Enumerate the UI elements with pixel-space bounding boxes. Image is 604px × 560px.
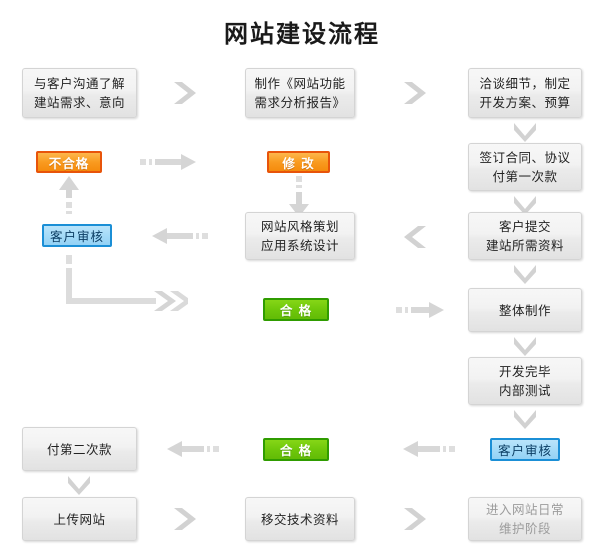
- chevron-down-icon: [512, 262, 538, 284]
- node-sign-contract[interactable]: 签订合同、协议 付第一次款: [468, 143, 582, 191]
- node-line: 内部测试: [498, 383, 551, 398]
- node-client-materials[interactable]: 客户提交 建站所需资料: [468, 212, 582, 260]
- node-line: 付第一次款: [492, 169, 558, 184]
- node-dev-complete-test[interactable]: 开发完毕 内部测试: [468, 357, 582, 405]
- chevron-down-icon: [512, 193, 538, 215]
- badge-not-qualified[interactable]: 不合格: [36, 151, 102, 173]
- badge-qualified-2[interactable]: 合 格: [263, 438, 329, 461]
- badge-label: 修 改: [282, 155, 315, 171]
- node-line: 制作《网站功能: [254, 76, 346, 91]
- chevron-down-icon: [512, 407, 538, 429]
- page-title: 网站建设流程: [224, 20, 380, 48]
- node-line: 整体制作: [498, 302, 551, 318]
- badge-client-review-2[interactable]: 客户审核: [490, 438, 560, 461]
- dashed-arrow-right-icon: [396, 300, 458, 320]
- chevron-right-icon: [400, 80, 430, 106]
- node-line: 建站所需资料: [485, 238, 564, 253]
- chevron-right-icon: [170, 506, 200, 532]
- chevron-right-icon: [400, 506, 430, 532]
- node-line: 与客户沟通了解: [33, 76, 125, 91]
- chevron-down-icon: [66, 473, 92, 495]
- elbow-arrow-right-icon: [58, 255, 192, 317]
- node-negotiate-plan[interactable]: 洽谈细节，制定 开发方案、预算: [468, 68, 582, 118]
- badge-label: 合 格: [279, 443, 313, 458]
- node-line: 签订合同、协议: [479, 150, 571, 165]
- node-full-production[interactable]: 整体制作: [468, 288, 582, 332]
- badge-label: 客户审核: [49, 229, 104, 244]
- node-line: 需求分析报告》: [254, 95, 346, 110]
- node-line: 进入网站日常: [485, 502, 564, 517]
- dashed-arrow-left-icon: [396, 439, 462, 459]
- chevron-left-icon: [400, 224, 430, 250]
- dashed-arrow-up-icon: [58, 176, 80, 218]
- node-line: 维护阶段: [498, 521, 551, 536]
- badge-client-review-1[interactable]: 客户审核: [42, 224, 112, 247]
- dashed-arrow-down-icon: [288, 176, 310, 218]
- badge-label: 合 格: [279, 303, 313, 318]
- node-second-payment[interactable]: 付第二次款: [22, 427, 137, 471]
- node-line: 建站需求、意向: [33, 95, 125, 110]
- badge-label: 不合格: [48, 155, 90, 171]
- node-style-design[interactable]: 网站风格策划 应用系统设计: [245, 212, 355, 260]
- chevron-right-icon: [170, 80, 200, 106]
- badge-label: 客户审核: [497, 443, 552, 458]
- chevron-down-icon: [512, 334, 538, 356]
- node-requirement-report[interactable]: 制作《网站功能 需求分析报告》: [245, 68, 355, 118]
- node-line: 开发方案、预算: [479, 95, 571, 110]
- node-line: 网站风格策划: [260, 219, 339, 234]
- node-upload-site[interactable]: 上传网站: [22, 497, 137, 541]
- dashed-arrow-right-icon: [140, 152, 208, 172]
- node-line: 付第二次款: [46, 441, 112, 457]
- node-line: 移交技术资料: [260, 511, 339, 527]
- node-contact-client[interactable]: 与客户沟通了解 建站需求、意向: [22, 68, 137, 118]
- node-line: 应用系统设计: [260, 238, 339, 253]
- node-line: 洽谈细节，制定: [479, 76, 571, 91]
- badge-qualified-1[interactable]: 合 格: [263, 298, 329, 321]
- dashed-arrow-left-icon: [160, 439, 226, 459]
- node-line: 客户提交: [498, 219, 551, 234]
- node-handover-docs[interactable]: 移交技术资料: [245, 497, 355, 541]
- chevron-down-icon: [512, 120, 538, 142]
- dashed-arrow-left-icon: [140, 226, 208, 246]
- node-maintenance-phase[interactable]: 进入网站日常 维护阶段: [468, 497, 582, 541]
- node-line: 上传网站: [53, 511, 106, 527]
- badge-modify[interactable]: 修 改: [267, 151, 330, 173]
- node-line: 开发完毕: [498, 364, 551, 379]
